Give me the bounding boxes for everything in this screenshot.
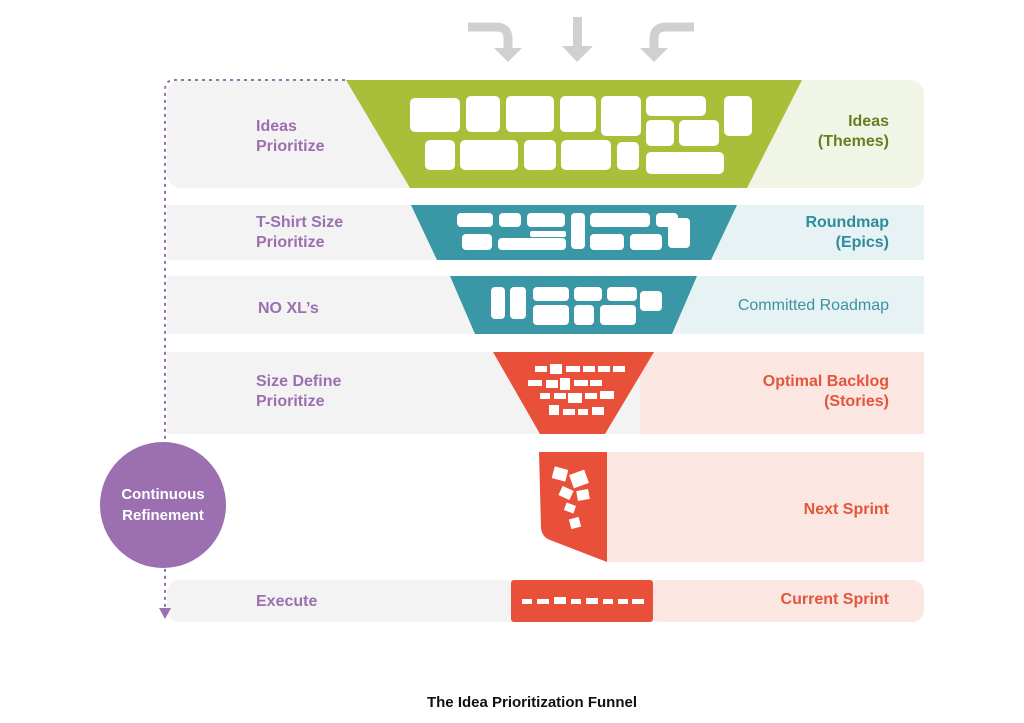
stage-label-noxl: NO XL’s [258, 300, 319, 317]
output-label-committed: Committed Roadmap [737, 297, 889, 314]
funnel-epics [411, 205, 737, 260]
row-tshirt-right-bg [715, 205, 924, 260]
arrow-down-curved-right-icon [468, 22, 522, 62]
output-label-backlog: Optimal Backlog (Stories) [762, 373, 889, 410]
stage-label-tshirt: T-Shirt Size Prioritize [256, 214, 344, 251]
stage-label-ideas: Ideas Prioritize [256, 118, 325, 155]
funnel-ideas [346, 80, 802, 188]
row-size-right-bg [640, 352, 924, 434]
diagram-title: The Idea Prioritization Funnel [426, 694, 637, 711]
funnel-stories [493, 352, 654, 434]
output-label-ideas: Ideas (Themes) [817, 113, 889, 150]
funnel-current-sprint [511, 580, 653, 622]
row-exec-right-bg [650, 580, 924, 622]
refinement-label: Continuous Refinement [121, 486, 205, 524]
funnel-next-sprint [539, 452, 607, 562]
refinement-circle [100, 442, 226, 568]
refinement-arrowhead [159, 608, 171, 619]
arrow-down-icon [562, 17, 593, 62]
row-next-right-bg [605, 452, 924, 562]
funnel-committed [450, 276, 697, 334]
refinement-path [159, 79, 345, 619]
stage-label-execute: Execute [256, 593, 318, 610]
arrow-down-curved-left-icon [640, 22, 694, 62]
output-label-next-sprint: Next Sprint [803, 501, 889, 518]
output-label-epics: Roundmap (Epics) [805, 214, 889, 251]
stage-label-size: Size Define Prioritize [256, 373, 342, 410]
output-label-current-sprint: Current Sprint [780, 591, 889, 608]
row-noxl-right-bg [680, 276, 924, 334]
